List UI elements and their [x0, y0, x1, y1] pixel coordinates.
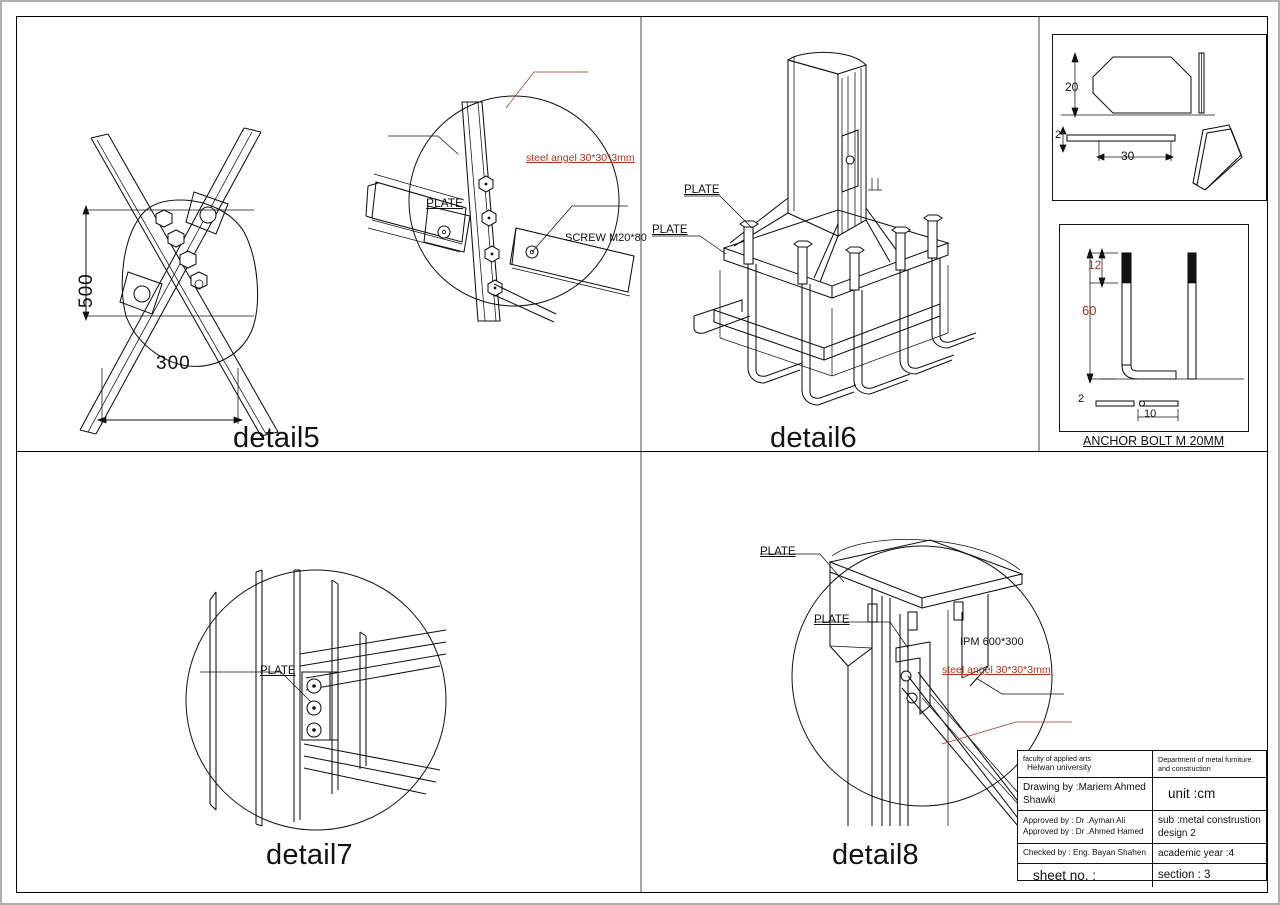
anchor-bolt-drawing: [1086, 247, 1244, 421]
detail5-annotation-plate: PLATE: [426, 196, 464, 210]
detail5-annotation-steel-angle: steel angel 30*30*3mm: [526, 152, 635, 164]
detail8-label: detail8: [832, 839, 919, 871]
academic-year-text: academic year :4: [1158, 847, 1235, 859]
title-block-row-sheet: sheet no. : section : 3: [1018, 863, 1266, 888]
panel-anchor-bolt: 12 60 2 10: [1059, 224, 1249, 432]
detail7-circular-detail: [185, 569, 447, 831]
panel-plate-dimensions: 20 30 2: [1052, 34, 1267, 201]
section-text: section : 3: [1158, 868, 1211, 881]
unit-text: unit :cm: [1168, 785, 1216, 801]
detail8-annotation-plate-upper: PLATE: [760, 546, 796, 558]
panel-detail8: PLATE PLATE IPM 600*300 steel angel 30*3…: [642, 454, 1267, 892]
faculty-line-1: faculty of applied arts: [1023, 754, 1091, 763]
detail6-annotation-plate-upper: PLATE: [684, 184, 720, 196]
anchor-bolt-dimension-hook: 10: [1144, 408, 1157, 420]
sheet-no-text: sheet no. :: [1033, 867, 1097, 883]
anchor-bolt-dimension-length: 60: [1082, 303, 1097, 318]
anchor-bolt-title: ANCHOR BOLT M 20MM: [1083, 434, 1225, 448]
drawing-by-line-1: Drawing by :Mariem Ahmed: [1023, 781, 1146, 793]
detail5-annotation-screw: SCREW M20*80: [565, 232, 647, 244]
title-block-cell-approved-by: Approved by : Dr .Ayman Ali Approved by …: [1018, 810, 1153, 843]
panel-detail5: 500 300: [18, 18, 647, 454]
detail6-base-assembly-drawing: [652, 51, 977, 406]
title-block-cell-unit: unit :cm: [1153, 778, 1266, 810]
title-block: faculty of applied arts Helwan universit…: [1017, 750, 1267, 888]
divider-vertical-right: [1038, 17, 1040, 451]
detail5-label: detail5: [233, 422, 320, 454]
plate-dimension-thickness: 2: [1055, 129, 1062, 141]
title-block-row-checked-by: Checked by : Eng. Bayan Shahen academic …: [1018, 843, 1266, 864]
detail5-xbrace-drawing: [79, 127, 279, 437]
title-block-row-drawing-by: Drawing by :Mariem Ahmed Shawki unit :cm: [1018, 777, 1266, 811]
title-block-cell-section: section : 3: [1153, 864, 1266, 888]
approved-by-1: Approved by : Dr .Ayman Ali: [1023, 816, 1126, 825]
detail6-label: detail6: [770, 422, 857, 454]
department-text: Department of metal furniture and constr…: [1158, 754, 1252, 773]
title-block-cell-sheet-no: sheet no. :: [1018, 863, 1153, 888]
faculty-line-2: Helwan university: [1027, 763, 1092, 772]
title-block-cell-academic-year: academic year :4: [1153, 844, 1266, 863]
plate-dimension-width: 30: [1121, 149, 1135, 163]
panel-detail6: PLATE PLATE detail6: [642, 18, 1037, 454]
detail8-annotation-plate-lower: PLATE: [814, 614, 850, 626]
detail7-annotation-plate: PLATE: [260, 665, 296, 677]
detail5-dimension-vertical: 500: [76, 273, 97, 308]
divider-horizontal-main: [17, 451, 1267, 453]
drawing-by-line-2: Shawki: [1023, 794, 1056, 806]
title-block-cell-faculty: faculty of applied arts Helwan universit…: [1018, 751, 1153, 777]
panel-detail7: PLATE detail7: [18, 454, 638, 892]
subject-line-1: sub :metal construstion: [1158, 814, 1261, 826]
title-block-cell-checked-by: Checked by : Eng. Bayan Shahen: [1018, 843, 1153, 863]
title-block-cell-department: Department of metal furniture and constr…: [1153, 751, 1266, 777]
detail8-circular-detail: [760, 539, 1072, 827]
anchor-bolt-dimension-thread: 12: [1088, 258, 1102, 272]
subject-line-2: design 2: [1158, 827, 1196, 839]
plate-dimension-drawing: [1059, 51, 1243, 191]
detail7-label: detail7: [266, 839, 353, 871]
approved-by-2: Approved by : Dr .Ahmed Hamed: [1023, 826, 1144, 836]
title-block-cell-drawing-by: Drawing by :Mariem Ahmed Shawki: [1018, 777, 1153, 810]
detail8-annotation-ipm: IPM 600*300: [960, 636, 1024, 648]
detail6-annotation-plate-lower: PLATE: [652, 224, 688, 236]
drawing-frame: [16, 16, 1268, 893]
detail8-annotation-steel-angle: steel angel 30*30*3mm: [942, 664, 1051, 676]
anchor-bolt-dimension-bar: 2: [1078, 393, 1085, 405]
title-block-row-faculty: faculty of applied arts Helwan universit…: [1018, 751, 1266, 778]
title-block-cell-subject: sub :metal construstion design 2: [1153, 811, 1266, 843]
detail5-circular-detail: [365, 71, 635, 323]
plate-dimension-height: 20: [1065, 80, 1079, 94]
title-block-row-approved-by: Approved by : Dr .Ayman Ali Approved by …: [1018, 810, 1266, 844]
divider-vertical-main: [640, 17, 642, 892]
detail5-dimension-horizontal: 300: [156, 353, 191, 374]
checked-by-text: Checked by : Eng. Bayan Shahen: [1023, 847, 1146, 857]
